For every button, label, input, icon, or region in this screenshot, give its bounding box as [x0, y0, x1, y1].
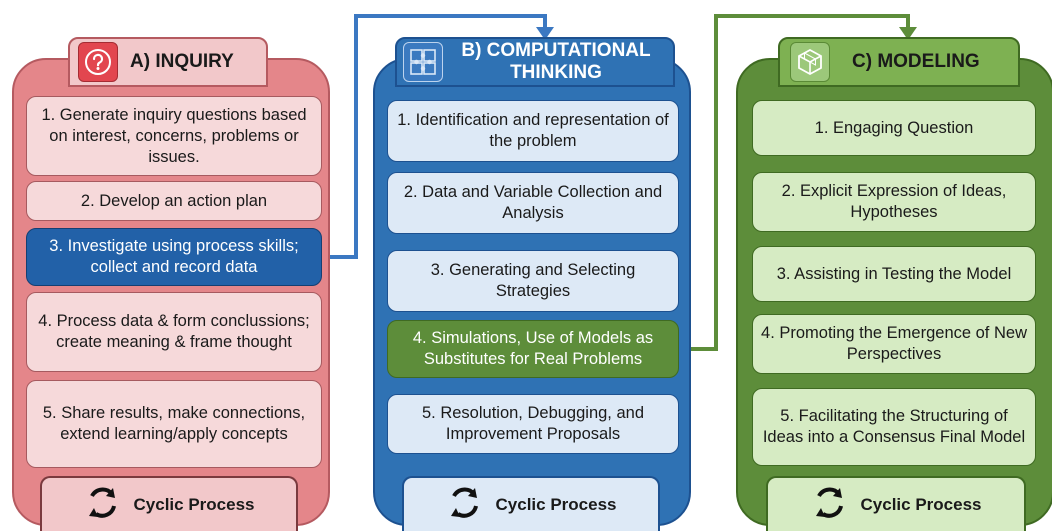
computational-thinking-title: B) COMPUTATIONAL THINKING: [461, 40, 651, 83]
cycle-arrows-icon: [84, 484, 120, 525]
modeling-step-5: 5. Facilitating the Structuring of Ideas…: [752, 388, 1036, 466]
inquiry-step-2: 2. Develop an action plan: [26, 181, 322, 221]
modeling-header: C) MODELING: [778, 37, 1020, 87]
cycle-arrows-icon: [446, 484, 482, 525]
cube-icon: [790, 42, 830, 82]
computational-thinking-step-2: 2. Data and Variable Collection and Anal…: [387, 172, 679, 234]
modeling-step-2: 2. Explicit Expression of Ideas, Hypothe…: [752, 172, 1036, 232]
computational-thinking-step-5: 5. Resolution, Debugging, and Improvemen…: [387, 394, 679, 454]
puzzle-icon: [403, 42, 443, 82]
inquiry-title: A) INQUIRY: [130, 51, 234, 72]
cycle-arrows-icon: [811, 484, 847, 525]
inquiry-step-5: 5. Share results, make connections, exte…: [26, 380, 322, 468]
modeling-cyclic-process: Cyclic Process: [766, 476, 1026, 531]
modeling-step-3: 3. Assisting in Testing the Model: [752, 246, 1036, 302]
inquiry-step-3: 3. Investigate using process skills; col…: [26, 228, 322, 286]
connector-ct-to-modeling: [679, 14, 917, 351]
modeling-cyclic-label: Cyclic Process: [860, 494, 982, 514]
inquiry-step-1: 1. Generate inquiry questions based on i…: [26, 96, 322, 176]
computational-thinking-header: B) COMPUTATIONAL THINKING: [395, 37, 675, 87]
question-mark-icon: [78, 42, 118, 82]
computational-thinking-step-3: 3. Generating and Selecting Strategies: [387, 250, 679, 312]
inquiry-cyclic-process: Cyclic Process: [40, 476, 298, 531]
computational-thinking-cyclic-label: Cyclic Process: [495, 494, 617, 514]
modeling-step-1: 1. Engaging Question: [752, 100, 1036, 156]
inquiry-header: A) INQUIRY: [68, 37, 268, 87]
inquiry-step-4: 4. Process data & form conclussions; cre…: [26, 292, 322, 372]
modeling-title: C) MODELING: [852, 51, 980, 72]
connector-inquiry-to-ct: [322, 14, 554, 259]
computational-thinking-step-1: 1. Identification and representation of …: [387, 100, 679, 162]
computational-thinking-cyclic-process: Cyclic Process: [402, 476, 660, 531]
modeling-step-4: 4. Promoting the Emergence of New Perspe…: [752, 314, 1036, 374]
inquiry-cyclic-label: Cyclic Process: [133, 494, 255, 514]
computational-thinking-step-4: 4. Simulations, Use of Models as Substit…: [387, 320, 679, 378]
